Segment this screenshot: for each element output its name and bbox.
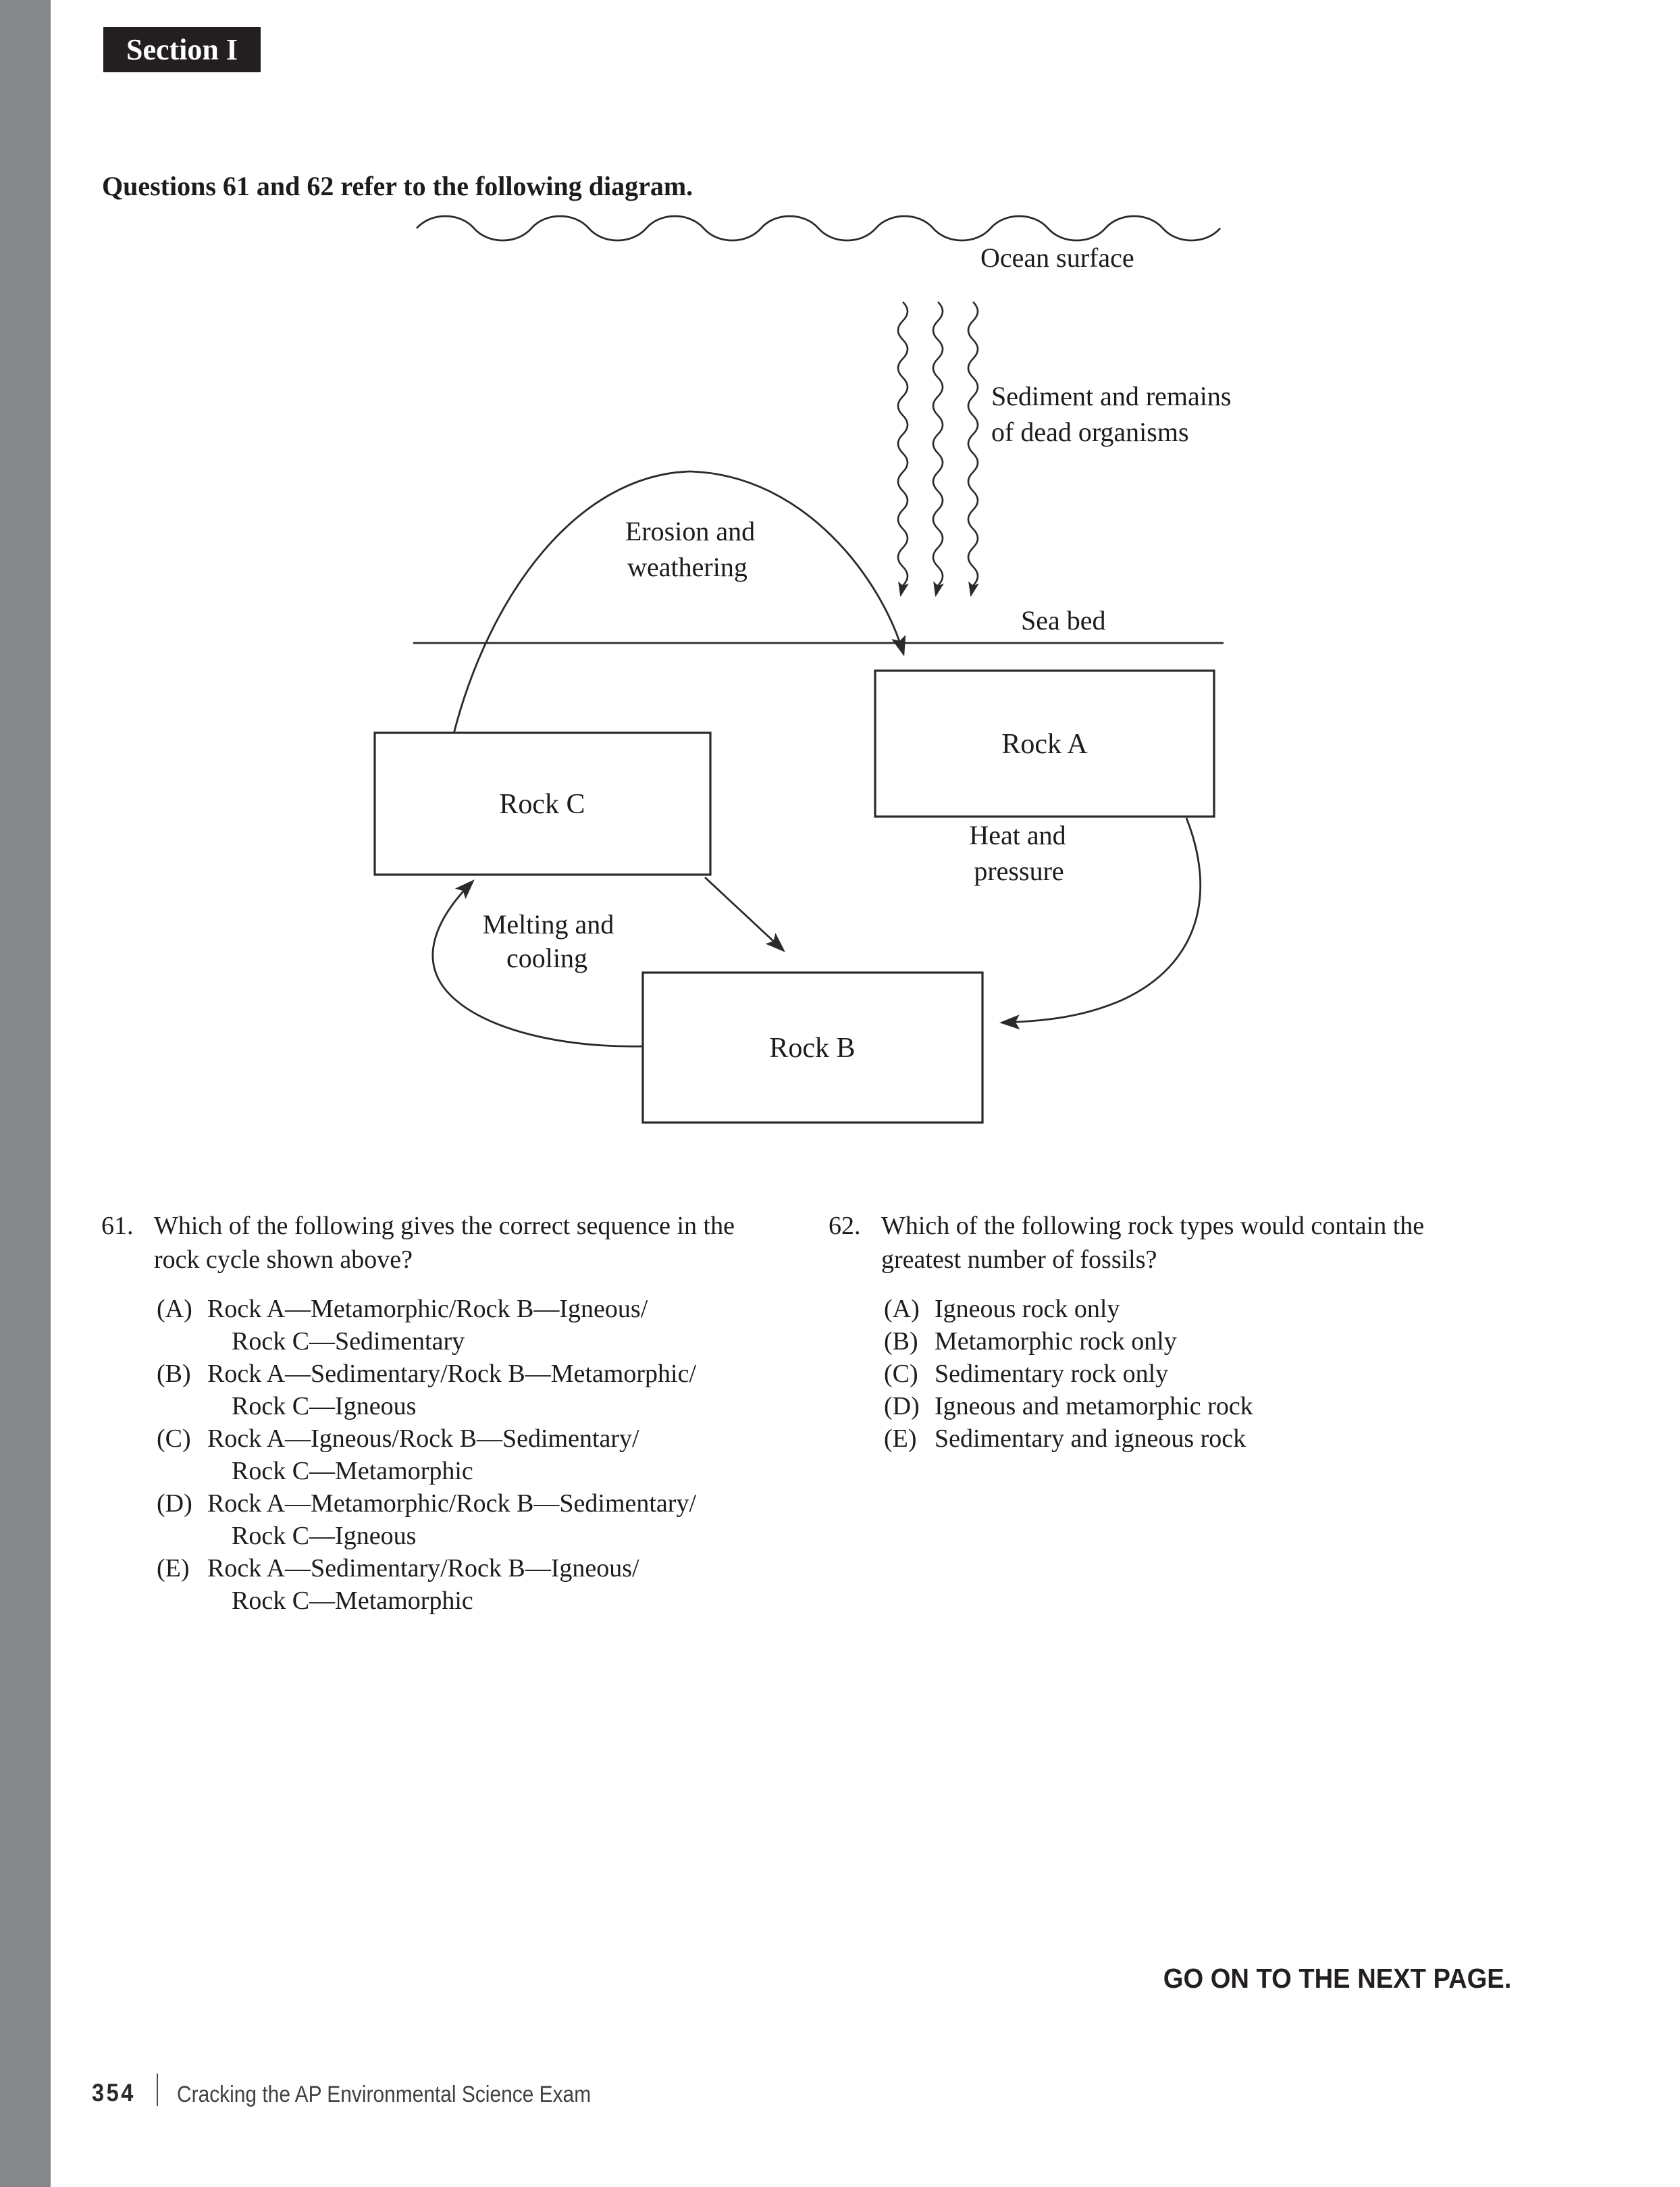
option-text: Rock A—Sedimentary/Rock B—Igneous/ bbox=[207, 1554, 639, 1583]
section-badge-label: Section I bbox=[126, 33, 238, 66]
rock-b-box bbox=[641, 971, 984, 1124]
option-text-cont: Rock C—Igneous bbox=[232, 1392, 417, 1420]
option-label: (E) bbox=[157, 1554, 190, 1583]
sediment-squiggle-arrow bbox=[897, 301, 909, 597]
option-label: (B) bbox=[884, 1327, 918, 1356]
option-text-cont: Rock C—Igneous bbox=[232, 1522, 417, 1550]
question-62-options: (A) Igneous rock only (B) Metamorphic rock… bbox=[884, 1293, 1517, 1455]
melting-cooling-arrow bbox=[431, 879, 645, 1048]
question-61-number: 61. bbox=[101, 1212, 134, 1240]
option-62-e: (E) Sedimentary and igneous rock bbox=[884, 1422, 1517, 1455]
footer-divider bbox=[157, 2074, 158, 2106]
question-62-stem: 62. Which of the following rock types wou… bbox=[829, 1209, 1517, 1277]
option-text: Rock A—Sedimentary/Rock B—Metamorphic/ bbox=[207, 1360, 697, 1388]
ocean-surface-label: Ocean surface bbox=[980, 242, 1134, 273]
rock-b-label: Rock B bbox=[769, 1033, 855, 1064]
option-label: (A) bbox=[884, 1295, 920, 1323]
option-text: Igneous and metamorphic rock bbox=[935, 1392, 1253, 1420]
rock-c-box bbox=[373, 731, 712, 876]
option-text: Metamorphic rock only bbox=[935, 1327, 1177, 1356]
question-61-stem: 61. Which of the following gives the corr… bbox=[101, 1209, 804, 1277]
option-text-cont: Rock C—Metamorphic bbox=[232, 1457, 473, 1485]
option-text-cont: Rock C—Sedimentary bbox=[232, 1327, 465, 1356]
question-62-number: 62. bbox=[829, 1212, 861, 1240]
sea-bed-label: Sea bed bbox=[1021, 605, 1106, 636]
option-text: Sedimentary rock only bbox=[935, 1360, 1169, 1388]
option-62-a: (A) Igneous rock only bbox=[884, 1293, 1517, 1325]
melting-label-line2: cooling bbox=[506, 943, 587, 973]
option-label: (D) bbox=[157, 1489, 192, 1518]
option-61-d: (D) Rock A—Metamorphic/Rock B—Sedimentary… bbox=[157, 1487, 804, 1552]
left-gray-strip bbox=[0, 0, 51, 2187]
sediment-label-line1: Sediment and remains bbox=[991, 381, 1231, 411]
question-62-text-line2: greatest number of fossils? bbox=[881, 1245, 1157, 1274]
page-number: 354 bbox=[92, 2079, 136, 2107]
option-62-b: (B) Metamorphic rock only bbox=[884, 1325, 1517, 1358]
sediment-label-line2: of dead organisms bbox=[991, 417, 1189, 447]
questions-heading: Questions 61 and 62 refer to the followi… bbox=[102, 171, 693, 201]
rock-cycle-diagram: Ocean surface Sediment and remains of de… bbox=[338, 203, 1283, 1162]
erosion-arc-arrow bbox=[452, 470, 906, 734]
sediment-squiggle-arrow bbox=[932, 301, 944, 597]
question-61-options: (A) Rock A—Metamorphic/Rock B—Igneous/ Ro… bbox=[157, 1293, 804, 1617]
option-61-c: (C) Rock A—Igneous/Rock B—Sedimentary/ Ro… bbox=[157, 1422, 804, 1487]
melting-label-line1: Melting and bbox=[483, 909, 614, 940]
option-text: Rock A—Igneous/Rock B—Sedimentary/ bbox=[207, 1424, 639, 1453]
heat-pressure-arrow bbox=[999, 817, 1202, 1030]
option-text-cont: Rock C—Metamorphic bbox=[232, 1587, 473, 1615]
heat-label-line2: pressure bbox=[974, 856, 1064, 886]
section-badge: Section I bbox=[103, 27, 261, 72]
option-61-b: (B) Rock A—Sedimentary/Rock B—Metamorphic… bbox=[157, 1358, 804, 1422]
option-62-c: (C) Sedimentary rock only bbox=[884, 1358, 1517, 1390]
option-61-e: (E) Rock A—Sedimentary/Rock B—Igneous/ Ro… bbox=[157, 1552, 804, 1617]
option-61-a: (A) Rock A—Metamorphic/Rock B—Igneous/ Ro… bbox=[157, 1293, 804, 1358]
option-text: Sedimentary and igneous rock bbox=[935, 1424, 1246, 1453]
sediment-squiggle-arrow bbox=[967, 301, 979, 597]
rock-a-label: Rock A bbox=[1001, 729, 1088, 760]
option-label: (C) bbox=[884, 1360, 918, 1388]
rock-c-to-b-arrow bbox=[704, 876, 785, 952]
question-61-text-line2: rock cycle shown above? bbox=[154, 1245, 413, 1274]
erosion-label-line1: Erosion and bbox=[625, 516, 755, 546]
option-62-d: (D) Igneous and metamorphic rock bbox=[884, 1390, 1517, 1422]
option-label: (A) bbox=[157, 1295, 192, 1323]
question-61-text-line1: Which of the following gives the correct… bbox=[154, 1212, 735, 1240]
rock-cycle-svg: Ocean surface Sediment and remains of de… bbox=[373, 215, 1231, 1124]
question-62-text-line1: Which of the following rock types would … bbox=[881, 1212, 1425, 1240]
rock-a-box bbox=[874, 669, 1215, 818]
option-label: (C) bbox=[157, 1424, 191, 1453]
option-text: Rock A—Metamorphic/Rock B—Sedimentary/ bbox=[207, 1489, 697, 1518]
option-text: Igneous rock only bbox=[935, 1295, 1120, 1323]
option-label: (D) bbox=[884, 1392, 920, 1420]
go-on-instruction: GO ON TO THE NEXT PAGE. bbox=[1163, 1963, 1511, 1994]
ocean-surface-wave bbox=[415, 215, 1222, 242]
heat-label-line1: Heat and bbox=[969, 820, 1066, 850]
option-text: Rock A—Metamorphic/Rock B—Igneous/ bbox=[207, 1295, 648, 1323]
option-label: (E) bbox=[884, 1424, 917, 1453]
option-label: (B) bbox=[157, 1360, 191, 1388]
erosion-label-line2: weathering bbox=[627, 552, 747, 582]
question-62: 62. Which of the following rock types wou… bbox=[829, 1209, 1517, 1455]
book-title: Cracking the AP Environmental Science Ex… bbox=[177, 2082, 592, 2107]
question-61: 61. Which of the following gives the corr… bbox=[101, 1209, 804, 1617]
rock-c-label: Rock C bbox=[499, 789, 585, 820]
